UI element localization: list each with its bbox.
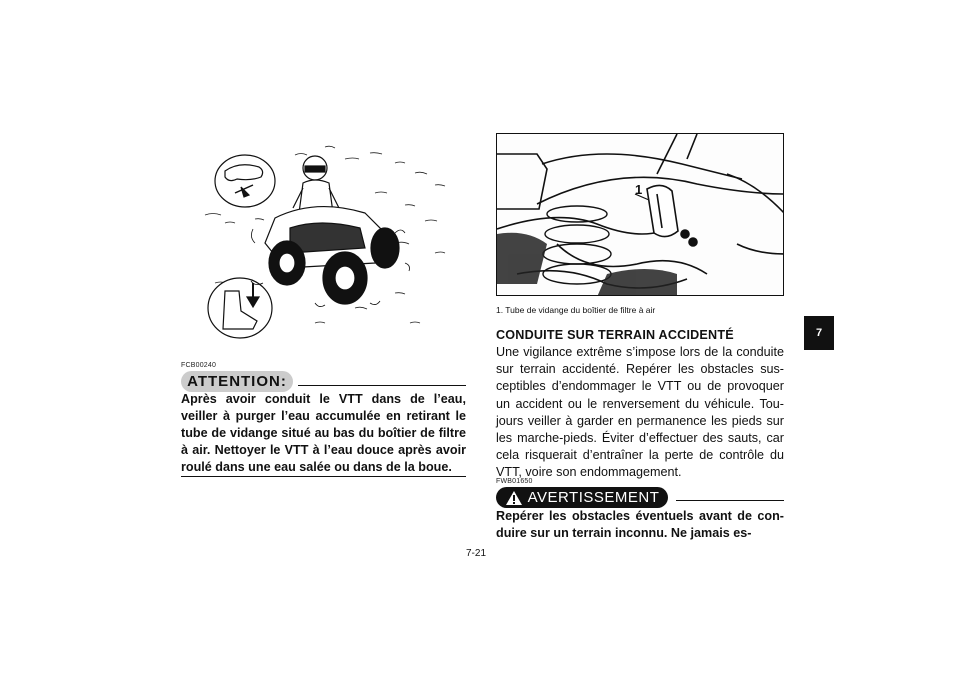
warning-banner-rule [676,500,784,501]
figure-callout: 1 [635,182,643,197]
warning-banner-label: AVERTISSEMENT [527,489,660,506]
warning-text: Repérer les obstacles éventuels avant de… [496,509,784,540]
section-body: Une vigilance extrême s’impose lors de l… [496,345,784,480]
page-number: 7-21 [466,548,487,559]
drain-tube [646,184,698,247]
atv [264,206,400,305]
section-heading: CONDUITE SUR TERRAIN ACCIDENTÉ [496,328,734,342]
attention-banner-rule [298,385,466,386]
rider [292,155,340,214]
attention-banner: ATTENTION: [181,371,293,392]
foot-inset [207,277,273,339]
drain-tube-photo: 1 [496,133,784,296]
chapter-tab: 7 [804,316,834,350]
warning-triangle-icon [505,490,522,505]
attention-code: FCB00240 [181,362,217,369]
attention-text: Après avoir conduit le VTT dans de l’eau… [181,392,466,474]
throttle-inset [214,154,276,208]
warning-code: FWB01650 [496,478,533,485]
atv-illustration [195,133,465,355]
figure-caption: 1. Tube de vidange du boîtier de filtre … [496,305,656,315]
warning-banner: AVERTISSEMENT [496,487,668,508]
attention-bottom-rule [181,476,466,477]
